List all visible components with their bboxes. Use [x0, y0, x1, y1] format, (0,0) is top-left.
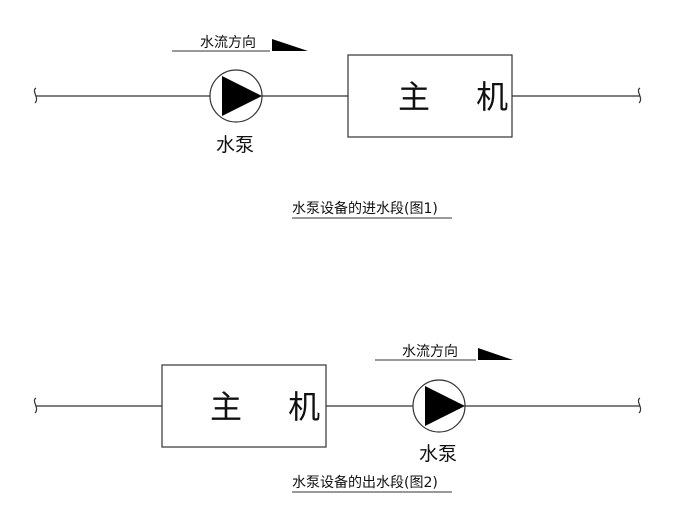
- host-label-2: 主 机: [210, 388, 338, 426]
- pipe-break-right-1: [637, 87, 642, 104]
- pump-label-1: 水泵: [216, 134, 254, 156]
- caption-2: 水泵设备的出水段(图2): [292, 474, 438, 491]
- flow-direction-arrow-2: [478, 348, 513, 360]
- pipe-break-left-1: [33, 87, 38, 104]
- host-label-1: 主 机: [398, 78, 526, 116]
- flow-direction-label-1: 水流方向: [200, 35, 256, 51]
- diagram-1: 水流方向 水泵 主 机 水泵设备的进水段(图1): [33, 35, 642, 219]
- diagram-2: 水流方向 主 机 水泵 水泵设备的出水段(图2): [33, 344, 642, 493]
- flow-direction-arrow-1: [272, 39, 308, 51]
- pipe-break-left-2: [33, 397, 38, 414]
- pump-label-2: 水泵: [419, 443, 457, 465]
- host-box-2: [161, 364, 327, 448]
- flow-direction-label-2: 水流方向: [402, 344, 458, 360]
- pump-triangle-2: [425, 386, 465, 426]
- host-box-1: [347, 54, 513, 138]
- caption-1: 水泵设备的进水段(图1): [292, 200, 438, 217]
- pipe-break-right-2: [637, 397, 642, 414]
- pump-triangle-1: [222, 76, 262, 116]
